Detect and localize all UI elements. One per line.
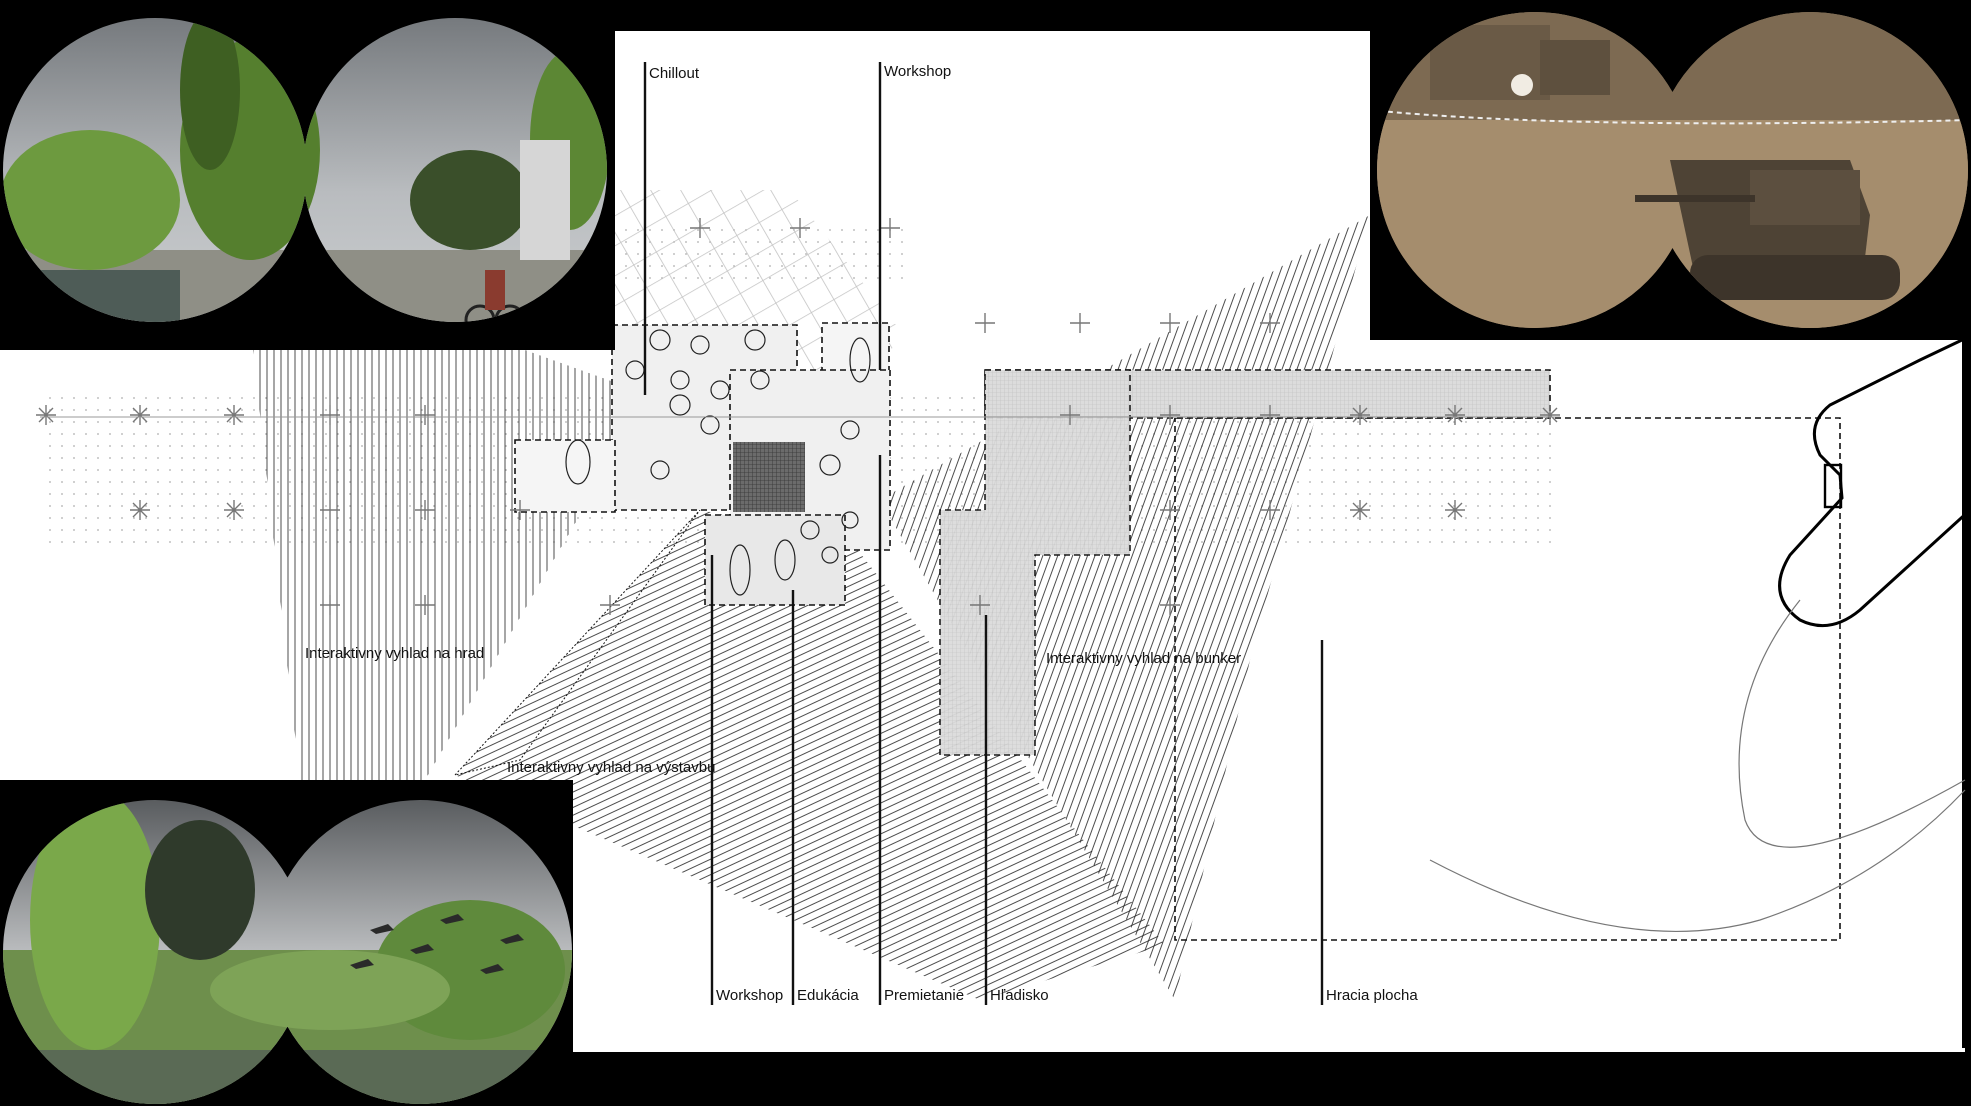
binocular-tank-view (1377, 12, 1968, 328)
label-chillout: Chillout (649, 65, 700, 82)
grid-markers (320, 218, 1280, 615)
label-education: Edukácia (797, 987, 859, 1004)
label-workshop-top: Workshop (884, 63, 952, 80)
label-view-bunker: Interaktivny vyhlad na bunker (1046, 650, 1242, 667)
photo-park (0, 0, 615, 350)
label-playground: Hracia plocha (1326, 987, 1418, 1004)
label-screening: Premietanie (884, 987, 965, 1004)
binocular-bird-view (3, 800, 572, 1104)
furniture (565, 329, 871, 596)
binocular-park-view (3, 18, 607, 322)
label-view-exhibition: Interaktivny vyhlad na výstavbu (507, 759, 716, 776)
asterisk-markers (36, 405, 1560, 520)
label-view-castle: Interaktivny vyhlad na hrad (305, 645, 485, 662)
bunker-outline (1778, 338, 1971, 628)
leader-lines (643, 62, 1324, 1005)
view-cone-exhibition (455, 510, 1165, 1000)
photo-birds (0, 780, 573, 1106)
label-lookout: Hľadisko (990, 987, 1049, 1004)
label-workshop-bottom: Workshop (716, 987, 784, 1004)
photo-tanks (1370, 0, 1971, 340)
zone-screening-dark (733, 442, 805, 512)
